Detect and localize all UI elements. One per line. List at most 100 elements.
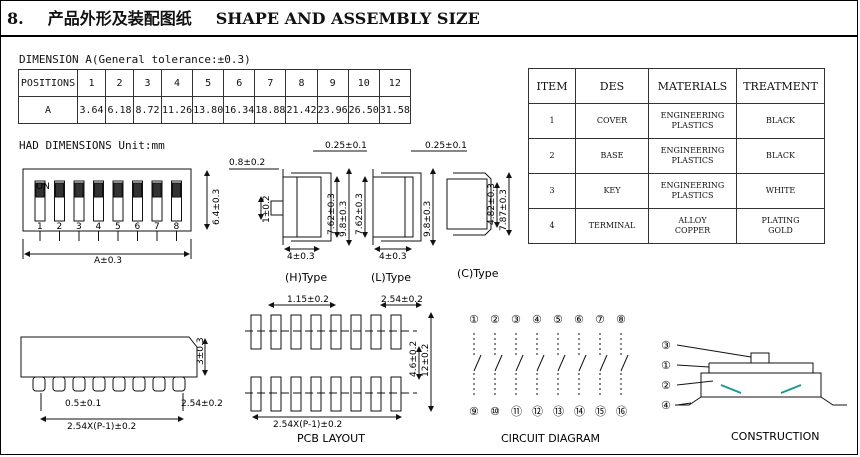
switch-slot <box>73 180 85 222</box>
positions-header: POSITIONS <box>18 69 78 97</box>
switch-slot <box>34 180 46 222</box>
circuit-switch <box>494 354 503 372</box>
l-dim-d2: 7.62±0.3 <box>355 193 365 235</box>
circuit-switch <box>578 354 587 372</box>
switch-slot <box>171 180 182 222</box>
c-body <box>446 178 488 230</box>
switch-number: 8 <box>174 222 180 232</box>
leader-1 <box>676 364 710 368</box>
dimension-table: POSITIONS 1 2 3 4 5 6 7 8 9 10 12 A 3.64… <box>18 69 411 124</box>
construction-base <box>700 372 822 398</box>
h-body-side <box>282 169 322 245</box>
dimension-caption: DIMENSION A(General tolerance:±0.3) <box>19 53 251 66</box>
pcb-dim-d3: 4.6±0.2 <box>409 341 419 377</box>
pcb-dim-d1: 1.15±0.2 <box>287 295 329 305</box>
h-body-outline <box>291 172 332 242</box>
title-cn: 产品外形及装配图纸 <box>47 9 192 28</box>
side-pin <box>132 376 146 392</box>
a-value-cell: 31.58 <box>378 96 411 124</box>
circuit-switch <box>599 354 608 372</box>
position-cell: 2 <box>105 69 134 97</box>
circuit-switch <box>473 354 482 372</box>
pcb-pad-bottom <box>390 376 402 412</box>
switch-knob <box>172 182 181 198</box>
pcb-pad-top <box>270 314 282 350</box>
top-width-dim: A±0.3 <box>94 256 122 266</box>
des-cell: BASE <box>575 138 649 174</box>
leader-4 <box>676 402 692 406</box>
side-dim-d1: 3±0.3 <box>196 337 206 365</box>
c-type-drawing <box>446 172 512 236</box>
circuit-pin-top: ⑥ <box>574 313 584 326</box>
side-pin <box>172 376 186 392</box>
circuit-pin-bottom: ⑫ <box>532 405 543 418</box>
h-dim-d6: 4±0.3 <box>287 252 315 262</box>
leader-2 <box>676 380 714 386</box>
des-cell: TERMINAL <box>575 208 649 244</box>
c-type-label: (C)Type <box>457 267 499 280</box>
construction-contacts <box>720 384 802 394</box>
h-dim-d2: 0.25±0.1 <box>325 141 367 151</box>
pcb-pad-bottom <box>310 376 322 412</box>
switch-number: 3 <box>76 222 82 232</box>
circuit-pin-top: ④ <box>532 313 542 326</box>
side-dim-d2: 0.5±0.1 <box>65 399 101 409</box>
circuit-switch <box>557 354 566 372</box>
c-dim-d2: 7.87±0.3 <box>499 189 509 231</box>
construction-key <box>750 352 770 364</box>
l-dim-d3: 9.8±0.3 <box>423 201 433 237</box>
c-cover <box>453 172 492 236</box>
a-value-cell: 26.50 <box>347 96 380 124</box>
a-value-cell: 16.34 <box>223 96 256 124</box>
switch-number: 1 <box>37 222 43 232</box>
side-pin <box>152 376 166 392</box>
side-view-drawing <box>20 336 208 422</box>
pcb-pad-top <box>350 314 362 350</box>
pcb-drawing <box>245 302 434 420</box>
switch-body-outline <box>22 168 192 232</box>
pcb-pad-top <box>310 314 322 350</box>
treatment-cell: WHITE <box>736 173 825 209</box>
circuit-pin-top: ⑦ <box>595 313 605 326</box>
circuit-pin-top: ⑧ <box>616 313 626 326</box>
pcb-pad-bottom <box>250 376 262 412</box>
pcb-pad-bottom <box>350 376 362 412</box>
a-value-cell: 8.72 <box>133 96 162 124</box>
callout-2: ② <box>661 379 671 392</box>
circuit-pin-bottom: ⑯ <box>616 405 627 418</box>
switch-slot <box>54 180 65 222</box>
construction-drawing <box>675 344 847 406</box>
side-body <box>20 336 198 378</box>
side-dim-d3: 2.54±0.2 <box>181 399 223 409</box>
l-type-label: (L)Type <box>371 271 411 284</box>
pcb-pad-top <box>330 314 342 350</box>
circuit-switch <box>536 354 545 372</box>
pcb-pad-top <box>250 314 262 350</box>
switch-number: 2 <box>57 222 63 232</box>
circuit-pin-bottom: ⑩ <box>490 405 500 418</box>
a-value-cell: 11.26 <box>160 96 194 124</box>
circuit-pin-top: ① <box>469 313 479 326</box>
pcb-dim-d2: 2.54±0.2 <box>381 295 423 305</box>
switch-knob <box>113 182 123 198</box>
l-dim-d4: 4±0.3 <box>379 252 407 262</box>
on-label: ON <box>36 182 50 192</box>
circuit-pin-bottom: ⑪ <box>511 405 522 418</box>
side-pin <box>32 376 46 392</box>
pcb-pad-bottom <box>370 376 382 412</box>
construction-terminals <box>675 396 847 406</box>
switch-knob <box>35 182 45 198</box>
circuit-pin-bottom: ⑬ <box>553 405 564 418</box>
h-dim-d4: 7.62±0.3 <box>327 193 337 235</box>
side-pin <box>112 376 126 392</box>
had-dimensions-caption: HAD DIMENSIONS Unit:mm <box>19 139 165 152</box>
h-type-label: (H)Type <box>285 271 327 284</box>
pcb-pad-top <box>290 314 302 350</box>
a-value-cell: 23.96 <box>316 96 349 124</box>
switch-number: 4 <box>96 222 102 232</box>
pcb-pad-top <box>390 314 402 350</box>
callout-1: ① <box>661 359 671 372</box>
